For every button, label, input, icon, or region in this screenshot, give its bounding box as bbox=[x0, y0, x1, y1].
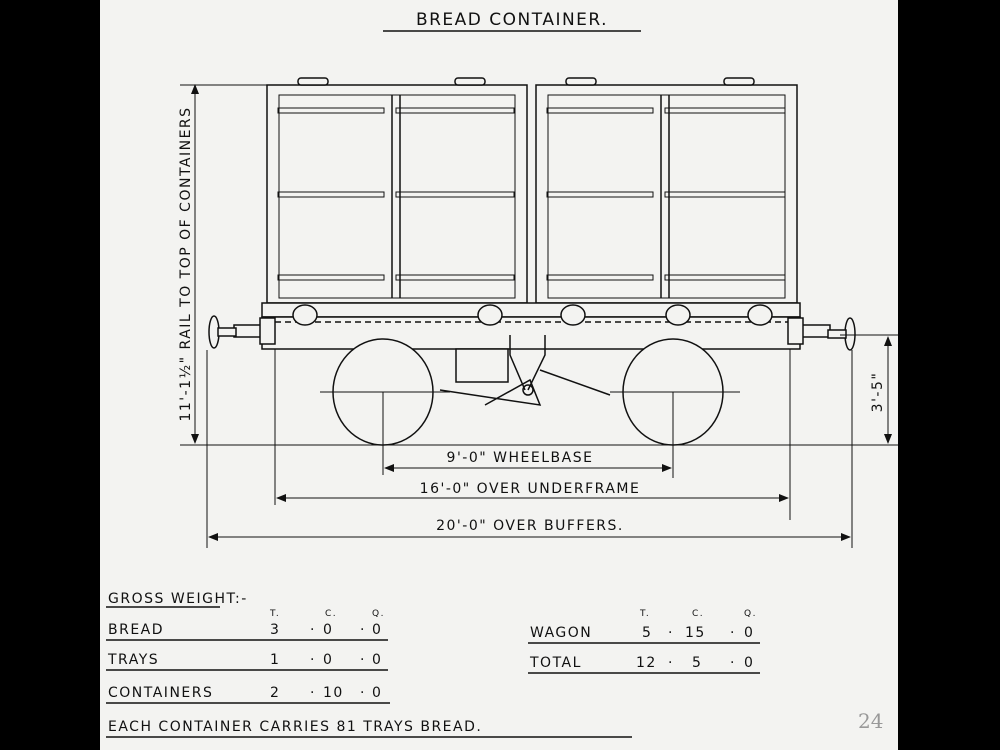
svg-text:TRAYS: TRAYS bbox=[107, 652, 159, 668]
svg-text:5: 5 bbox=[642, 625, 652, 641]
svg-text:12: 12 bbox=[636, 655, 657, 671]
unit-q: Q. bbox=[372, 609, 385, 619]
weight-row-wagon: WAGON 5 · 15 · 0 bbox=[528, 625, 760, 644]
underframe-label: 16'-0" OVER UNDERFRAME bbox=[420, 481, 641, 497]
unit-c: C. bbox=[325, 609, 337, 619]
svg-text:·: · bbox=[730, 655, 736, 671]
svg-text:·: · bbox=[310, 652, 316, 668]
container-left bbox=[266, 77, 528, 304]
brake-gear bbox=[439, 335, 611, 406]
buffers-label: 20'-0" OVER BUFFERS. bbox=[436, 518, 624, 534]
svg-text:3: 3 bbox=[270, 622, 280, 638]
svg-text:TOTAL: TOTAL bbox=[529, 655, 582, 671]
svg-text:0: 0 bbox=[323, 622, 333, 638]
svg-text:·: · bbox=[360, 685, 366, 701]
svg-text:·: · bbox=[310, 685, 316, 701]
unit-t: T. bbox=[269, 609, 280, 619]
drawing-title: BREAD CONTAINER. bbox=[416, 10, 608, 30]
underframe bbox=[261, 302, 801, 350]
container-right bbox=[535, 77, 798, 304]
weight-row-total: TOTAL 12 · 5 · 0 bbox=[528, 655, 760, 674]
svg-text:2: 2 bbox=[270, 685, 280, 701]
svg-text:15: 15 bbox=[685, 625, 706, 641]
svg-text:0: 0 bbox=[372, 652, 382, 668]
svg-text:0: 0 bbox=[372, 685, 382, 701]
wheelbase-label: 9'-0" WHEELBASE bbox=[447, 450, 594, 466]
page-number: 24 bbox=[858, 709, 883, 733]
svg-text:0: 0 bbox=[323, 652, 333, 668]
svg-text:·: · bbox=[668, 625, 674, 641]
svg-text:1: 1 bbox=[270, 652, 280, 668]
svg-text:5: 5 bbox=[692, 655, 702, 671]
svg-text:·: · bbox=[360, 652, 366, 668]
svg-text:0: 0 bbox=[372, 622, 382, 638]
weight-row-containers: CONTAINERS 2 · 10 · 0 bbox=[106, 685, 390, 704]
weight-row-trays: TRAYS 1 · 0 · 0 bbox=[106, 652, 388, 671]
weights-table: GROSS WEIGHT:- T. C. Q. BREAD 3 · 0 · 0 TR… bbox=[106, 591, 760, 704]
svg-text:·: · bbox=[668, 655, 674, 671]
svg-text:·: · bbox=[730, 625, 736, 641]
height-dimension-label: 11'-1½" RAIL TO TOP OF CONTAINERS bbox=[178, 106, 194, 421]
wheel-right bbox=[610, 338, 740, 446]
weights-heading: GROSS WEIGHT:- bbox=[108, 591, 248, 607]
unit-c-right: C. bbox=[692, 609, 704, 619]
svg-text:0: 0 bbox=[744, 655, 754, 671]
buffer-right bbox=[787, 317, 856, 351]
buffer-left bbox=[208, 315, 276, 349]
weight-row-bread: BREAD 3 · 0 · 0 bbox=[106, 622, 388, 641]
wheel-left bbox=[320, 338, 450, 446]
unit-q-right: Q. bbox=[744, 609, 757, 619]
svg-text:·: · bbox=[360, 622, 366, 638]
note: EACH CONTAINER CARRIES 81 TRAYS BREAD. bbox=[108, 719, 482, 735]
svg-text:BREAD: BREAD bbox=[108, 622, 164, 638]
svg-text:WAGON: WAGON bbox=[530, 625, 592, 641]
svg-text:·: · bbox=[310, 622, 316, 638]
svg-text:CONTAINERS: CONTAINERS bbox=[108, 685, 213, 701]
svg-text:10: 10 bbox=[323, 685, 344, 701]
buffer-height-label: 3'-5" bbox=[870, 372, 886, 413]
unit-t-right: T. bbox=[639, 609, 650, 619]
svg-text:0: 0 bbox=[744, 625, 754, 641]
